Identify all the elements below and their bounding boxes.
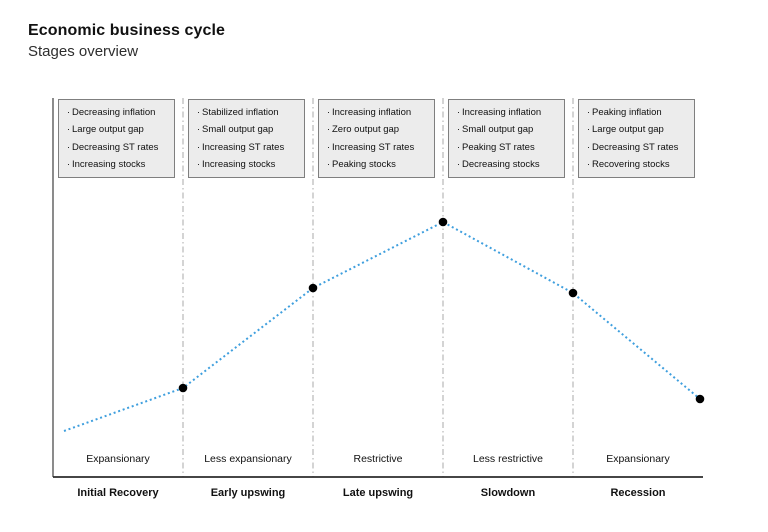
indicator-item: ·Zero output gap (325, 124, 431, 135)
bullet-icon: · (66, 158, 71, 170)
indicator-item: ·Peaking ST rates (455, 142, 561, 153)
stage-box-early-upswing: ·Stabilized inflation ·Small output gap … (188, 99, 305, 178)
indicator-text: Decreasing inflation (72, 107, 156, 119)
indicator-item: ·Increasing ST rates (325, 142, 431, 153)
indicator-text: Decreasing stocks (462, 158, 540, 170)
policy-label-late-upswing: Restrictive (353, 453, 403, 465)
indicator-text: Increasing ST rates (332, 141, 415, 153)
indicator-item: ·Increasing ST rates (195, 142, 301, 153)
curve-point (568, 288, 578, 298)
stage-name-recession: Recession (610, 487, 666, 499)
indicator-text: Large output gap (592, 124, 664, 136)
policy-label-recession: Expansionary (606, 453, 670, 465)
indicator-item: ·Increasing stocks (195, 159, 301, 170)
bullet-icon: · (456, 158, 461, 170)
indicator-text: Recovering stocks (592, 158, 670, 170)
indicator-item: ·Increasing inflation (325, 107, 431, 118)
indicator-text: Increasing inflation (332, 107, 412, 119)
stage-box-initial-recovery: ·Decreasing inflation ·Large output gap … (58, 99, 175, 178)
indicator-text: Peaking ST rates (462, 141, 535, 153)
stage-box-recession: ·Peaking inflation ·Large output gap ·De… (578, 99, 695, 178)
indicator-item: ·Decreasing inflation (65, 107, 171, 118)
curve-point (308, 283, 318, 293)
indicator-item: ·Decreasing ST rates (65, 142, 171, 153)
stage-name-early-upswing: Early upswing (210, 487, 286, 499)
indicator-text: Decreasing ST rates (592, 141, 679, 153)
indicator-text: Decreasing ST rates (72, 141, 159, 153)
bullet-icon: · (66, 141, 71, 153)
bullet-icon: · (456, 141, 461, 153)
bullet-icon: · (196, 107, 201, 119)
indicator-item: ·Large output gap (585, 124, 691, 135)
stage-box-slowdown: ·Increasing inflation ·Small output gap … (448, 99, 565, 178)
policy-label-initial-recovery: Expansionary (86, 453, 150, 465)
bullet-icon: · (326, 107, 331, 119)
indicator-text: Peaking stocks (332, 158, 396, 170)
indicator-text: Increasing stocks (72, 158, 146, 170)
indicator-text: Small output gap (462, 124, 534, 136)
stage-name-initial-recovery: Initial Recovery (77, 487, 159, 499)
bullet-icon: · (196, 158, 201, 170)
bullet-icon: · (326, 158, 331, 170)
bullet-icon: · (586, 124, 591, 136)
bullet-icon: · (326, 141, 331, 153)
stage-box-late-upswing: ·Increasing inflation ·Zero output gap ·… (318, 99, 435, 178)
indicator-item: ·Peaking inflation (585, 107, 691, 118)
indicator-item: ·Small output gap (455, 124, 561, 135)
indicator-text: Increasing ST rates (202, 141, 285, 153)
indicator-item: ·Recovering stocks (585, 159, 691, 170)
bullet-icon: · (196, 124, 201, 136)
indicator-item: ·Peaking stocks (325, 159, 431, 170)
bullet-icon: · (456, 107, 461, 119)
policy-label-early-upswing: Less expansionary (204, 453, 292, 465)
indicator-text: Increasing inflation (462, 107, 542, 119)
stage-name-late-upswing: Late upswing (342, 487, 414, 499)
curve-point (438, 217, 448, 227)
cycle-curve (63, 220, 701, 432)
indicator-text: Large output gap (72, 124, 144, 136)
indicator-text: Small output gap (202, 124, 274, 136)
indicator-item: ·Large output gap (65, 124, 171, 135)
header: Economic business cycle Stages overview (28, 22, 225, 60)
stage-name-slowdown: Slowdown (480, 487, 536, 499)
bullet-icon: · (586, 107, 591, 119)
indicator-item: ·Decreasing ST rates (585, 142, 691, 153)
curve-point (695, 394, 705, 404)
indicator-item: ·Decreasing stocks (455, 159, 561, 170)
indicator-item: ·Increasing inflation (455, 107, 561, 118)
bullet-icon: · (586, 141, 591, 153)
curve-point (178, 383, 188, 393)
policy-label-slowdown: Less restrictive (472, 453, 544, 465)
page-subtitle: Stages overview (28, 43, 139, 60)
indicator-text: Increasing stocks (202, 158, 276, 170)
bullet-icon: · (586, 158, 591, 170)
indicator-item: ·Stabilized inflation (195, 107, 301, 118)
bullet-icon: · (66, 124, 71, 136)
indicator-text: Peaking inflation (592, 107, 662, 119)
indicator-item: ·Small output gap (195, 124, 301, 135)
bullet-icon: · (196, 141, 201, 153)
bullet-icon: · (456, 124, 461, 136)
indicator-text: Stabilized inflation (202, 107, 279, 119)
indicator-text: Zero output gap (332, 124, 400, 136)
bullet-icon: · (326, 124, 331, 136)
page-title: Economic business cycle (28, 22, 226, 39)
indicator-item: ·Increasing stocks (65, 159, 171, 170)
bullet-icon: · (66, 107, 71, 119)
